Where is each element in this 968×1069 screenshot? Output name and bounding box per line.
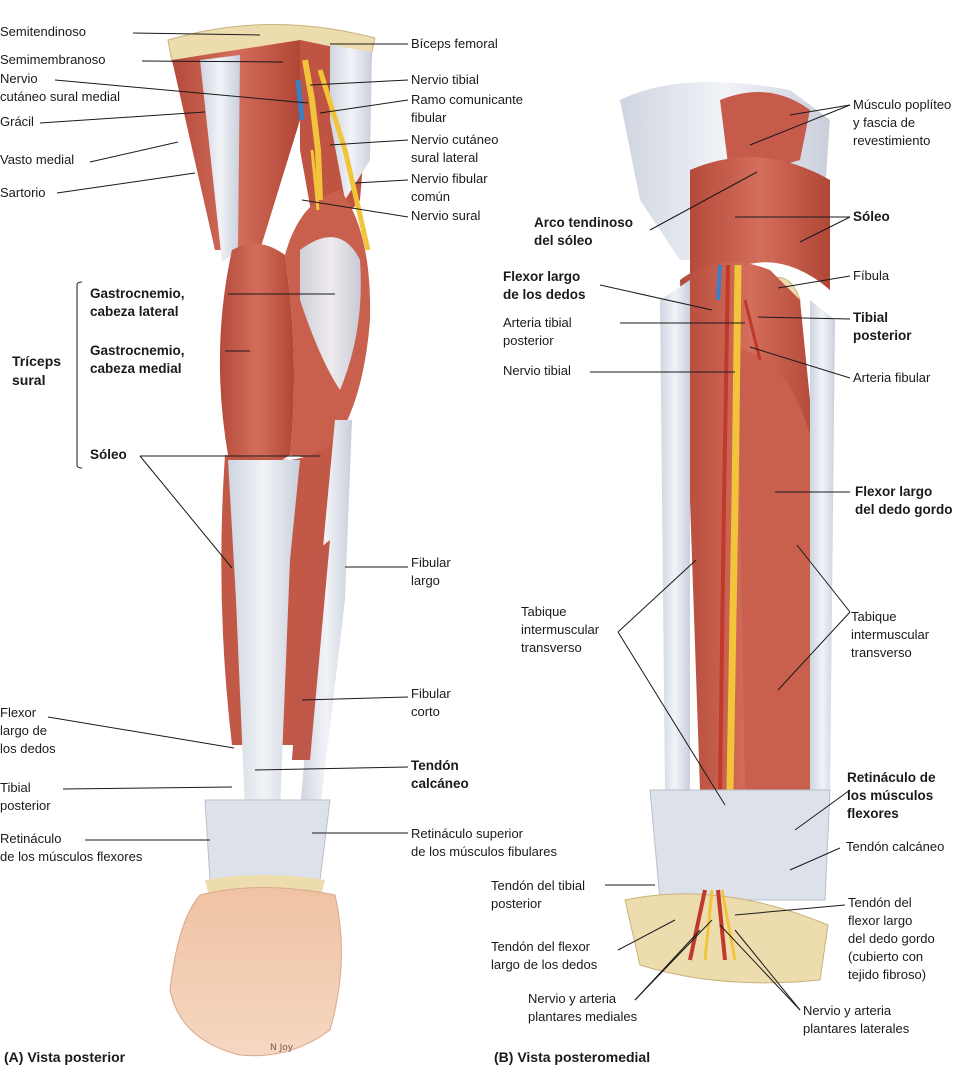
- common-fibular-nerve: [317, 69, 371, 251]
- flexor-hallucis-longus-b: [740, 350, 820, 790]
- label-arteria-fibular: Arteria fibular: [853, 370, 931, 385]
- label-flexor-largo-dedos-a: Flexor largo de los dedos: [0, 705, 56, 756]
- flexor-retinaculum-a: [204, 799, 331, 881]
- label-arteria-tibial-posterior: Arteria tibial posterior: [503, 315, 572, 348]
- label-fibular-corto: Fibular corto: [411, 686, 451, 719]
- gastrocnemius-aponeurosis: [300, 237, 361, 390]
- tibial-nerve-b: [726, 264, 742, 791]
- label-tabique-izq: Tabique intermuscular transverso: [521, 604, 600, 655]
- label-tibial-posterior-a: Tibial posterior: [0, 780, 51, 813]
- label-nervio-arteria-laterales: Nervio y arteria plantares laterales: [803, 1003, 910, 1036]
- label-tendon-tibial-posterior: Tendón del tibial posterior: [491, 878, 585, 911]
- label-soleo-b: Sóleo: [853, 209, 890, 224]
- label-retinaculo-flexores-b: Retináculo de los músculos flexores: [847, 770, 936, 821]
- semitendinosus-tendon: [200, 55, 240, 262]
- label-retinaculo-superior-fibulares: Retináculo superior de los músculos fibu…: [411, 826, 557, 859]
- intermuscular-septum-left: [660, 280, 690, 790]
- caption-panel-a: (A) Vista posterior: [4, 1049, 126, 1065]
- popliteal-vein: [295, 79, 305, 121]
- label-flexor-largo-dedo-gordo: Flexor largo del dedo gordo: [855, 484, 953, 517]
- tibial-nerve: [302, 59, 323, 201]
- calcaneus-b: [624, 893, 829, 984]
- artist-signature: N Joy: [270, 1043, 294, 1053]
- label-biceps-femoral: Bíceps femoral: [411, 36, 498, 51]
- fibular-artery: [743, 299, 762, 361]
- label-nervio-tibial-a: Nervio tibial: [411, 72, 479, 87]
- label-vasto-medial: Vasto medial: [0, 152, 75, 167]
- label-gracil: Grácil: [0, 114, 34, 129]
- label-tendon-flexor-dedos: Tendón del flexor largo de los dedos: [491, 939, 598, 972]
- label-nervio-cutaneo-sural-lateral: Nervio cutáneo sural lateral: [411, 132, 499, 165]
- label-nervio-arteria-mediales: Nervio y arteria plantares mediales: [528, 991, 638, 1024]
- posterior-tibial-vein: [716, 264, 722, 301]
- label-gastrocnemio-medial: Gastrocnemio, cabeza medial: [90, 343, 185, 376]
- label-ramo-comunicante-fibular: Ramo comunicante fibular: [411, 92, 523, 125]
- gastrocnemius-medial-head: [219, 243, 294, 465]
- label-semimembranoso: Semimembranoso: [0, 52, 106, 67]
- sural-nerve: [310, 149, 320, 211]
- plantar-vessels: [688, 889, 727, 961]
- leader-lines: [39, 32, 851, 1011]
- label-tabique-der: Tabique intermuscular transverso: [851, 609, 930, 660]
- label-fibula: Fíbula: [853, 268, 890, 283]
- label-arco-tendinoso: Arco tendinoso del sóleo: [534, 215, 634, 248]
- label-fibular-largo: Fibular largo: [411, 555, 451, 588]
- label-soleo-a: Sóleo: [90, 447, 127, 462]
- flexor-retinaculum-b: [649, 789, 831, 901]
- plantar-nerves: [703, 889, 737, 961]
- posterior-tibial-artery: [718, 264, 730, 791]
- calcaneal-tendon: [228, 460, 300, 810]
- label-musculo-popliteo: Músculo poplíteo y fascia de revestimien…: [853, 97, 952, 148]
- label-nervio-fibular-comun: Nervio fibular común: [411, 171, 488, 204]
- label-nervio-sural: Nervio sural: [411, 208, 481, 223]
- label-tibial-posterior-b: Tibial posterior: [853, 310, 912, 343]
- caption-panel-b: (B) Vista posteromedial: [494, 1049, 651, 1065]
- label-semitendinoso: Semitendinoso: [0, 24, 86, 39]
- intermuscular-septum-right: [810, 300, 835, 790]
- label-tendon-calcaneo-b: Tendón calcáneo: [846, 839, 945, 854]
- label-triceps-sural: Tríceps sural: [12, 353, 62, 388]
- label-sartorio: Sartorio: [0, 185, 46, 200]
- label-gastrocnemio-lateral: Gastrocnemio, cabeza lateral: [90, 286, 185, 319]
- label-retinaculo-flexores-a: Retináculo de los músculos flexores: [0, 831, 143, 864]
- label-flexor-largo-dedos-b: Flexor largo de los dedos: [503, 269, 586, 302]
- label-tendon-calcaneo-a: Tendón calcáneo: [411, 758, 469, 791]
- fibularis-brevis: [292, 540, 330, 760]
- label-tendon-flexor-dedo-gordo: Tendón del flexor largo del dedo gordo (…: [848, 895, 935, 982]
- label-nervio-tibial-b: Nervio tibial: [503, 363, 571, 378]
- foot-skin: [169, 887, 342, 1057]
- label-nervio-cutaneo-sural-medial: Nervio cutáneo sural medial: [0, 71, 120, 104]
